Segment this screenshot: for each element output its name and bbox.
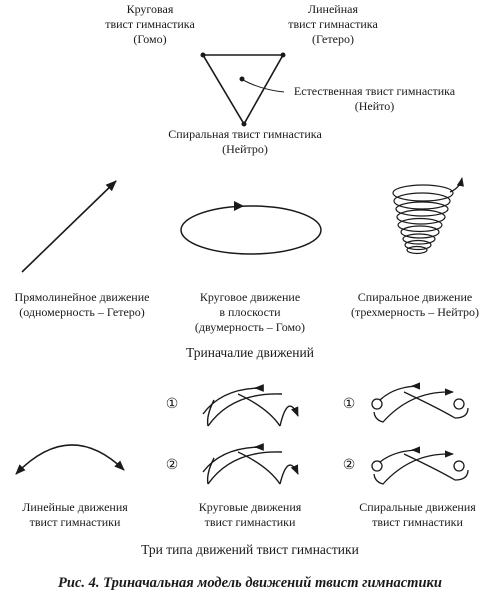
label-natural-line1: Естественная твист гимнастика: [293, 84, 456, 98]
label-spiral-motion: Спиральное движение (трехмерность – Нейт…: [335, 290, 495, 320]
label-homo-line2: твист гимнастика: [105, 17, 195, 31]
label-linear-types-line2: твист гимнастики: [29, 515, 121, 529]
label-linear-motion: Прямолинейное движение (одномерность – Г…: [2, 290, 162, 320]
circular-motion-ellipse: [180, 205, 322, 255]
label-spiral-types: Спиральные движения твист гимнастики: [345, 500, 490, 530]
label-spiral-motion-line2: (трехмерность – Нейтро): [350, 305, 480, 319]
label-spiral-gym: Спиральная твист гимнастика (Нейтро): [140, 127, 350, 157]
circular-motion-arrowhead: [234, 201, 244, 211]
marker-spiral-1: ①: [342, 397, 356, 412]
circular-twist-1: [202, 384, 299, 427]
label-circular-motion-line2: в плоскости: [219, 305, 281, 319]
label-spiral-gym-line1: Спиральная твист гимнастика: [168, 127, 322, 141]
label-circular-motion: Круговое движение в плоскости (двумернос…: [180, 290, 320, 335]
label-spiral-types-line2: твист гимнастики: [372, 515, 463, 529]
label-linear-motion-line2: (одномерность – Гетеро): [19, 305, 145, 319]
label-linear-types-line1: Линейные движения: [22, 500, 128, 514]
label-hetero-line1: Линейная: [308, 2, 358, 16]
label-linear-motion-line1: Прямолинейное движение: [14, 290, 150, 304]
triangle-model: [200, 52, 286, 127]
label-linear-types: Линейные движения твист гимнастики: [5, 500, 145, 530]
marker-spiral-2: ②: [342, 458, 356, 473]
label-circular-types-line2: твист гимнастики: [204, 515, 296, 529]
spiral-twist-1: [371, 382, 469, 423]
circular-twist-2: [202, 443, 299, 485]
label-circular-types: Круговые движения твист гимнастики: [180, 500, 320, 530]
spiral-motion-arrow: [449, 177, 464, 193]
label-circular-motion-line1: Круговое движение: [199, 290, 301, 304]
label-hetero-line3: (Гетеро): [312, 32, 354, 46]
label-circular-types-line1: Круговые движения: [198, 500, 302, 514]
marker-circular-2: ②: [165, 458, 179, 473]
triangle-vertex-homo: [200, 52, 206, 58]
label-homo-line1: Круговая: [126, 2, 174, 16]
triangle-shape: [201, 54, 285, 126]
label-circular-motion-line3: (двумерность – Гомо): [194, 320, 306, 334]
label-homo-line3: (Гомо): [133, 32, 167, 46]
label-homo: Круговая твист гимнастика (Гомо): [100, 2, 200, 47]
spiral-twist-2: [371, 446, 469, 485]
types-title: Три типа движений твист гимнастики: [141, 542, 359, 557]
section-title: Триначалие движений: [186, 345, 314, 360]
marker-circular-1: ①: [165, 397, 179, 412]
label-natural-line2: (Нейто): [354, 99, 395, 113]
figure-caption: Рис. 4. Триначальная модель движений тви…: [58, 575, 442, 591]
circular-motion-icon: [180, 201, 322, 255]
spiral-motion-icon: [392, 177, 464, 255]
label-hetero-line2: твист гимнастика: [288, 17, 378, 31]
label-spiral-types-line1: Спиральные движения: [359, 500, 476, 514]
label-hetero: Линейная твист гимнастика (Гетеро): [283, 2, 383, 47]
triangle-vertex-spiral: [241, 121, 247, 127]
triangle-center-point: [239, 76, 245, 82]
label-spiral-gym-line2: (Нейтро): [222, 142, 268, 156]
triangle-vertex-hetero: [280, 52, 286, 58]
linear-twist-arc: [15, 444, 125, 475]
natural-pointer-line: [242, 79, 285, 93]
label-spiral-motion-line1: Спиральное движение: [357, 290, 473, 304]
linear-motion-arrow: [21, 180, 117, 273]
label-natural: Естественная твист гимнастика (Нейто): [287, 84, 462, 114]
